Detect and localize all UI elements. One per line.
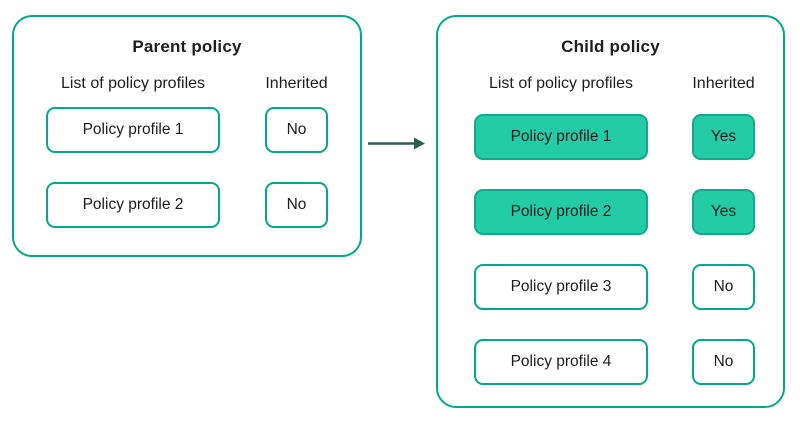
inherited-label: No xyxy=(286,196,307,213)
parent-panel-headers: List of policy profiles Inherited xyxy=(14,74,360,94)
inherited-label: Yes xyxy=(710,128,737,145)
policy-profile-box: Policy profile 2 xyxy=(474,189,648,235)
policy-row: Policy profile 2 No xyxy=(46,182,360,228)
policy-profile-box: Policy profile 1 xyxy=(46,107,220,153)
policy-profile-box: Policy profile 3 xyxy=(474,264,648,310)
inherited-badge: Yes xyxy=(692,189,755,235)
child-policy-rows: Policy profile 1 Yes Policy profile 2 Ye… xyxy=(438,114,783,385)
policy-row: Policy profile 4 No xyxy=(474,339,783,385)
arrow-right-icon xyxy=(368,137,425,150)
child-policy-panel: Child policy List of policy profiles Inh… xyxy=(436,15,785,408)
inherited-label: No xyxy=(713,353,734,370)
policy-row: Policy profile 1 No xyxy=(46,107,360,153)
policy-profile-label: Policy profile 2 xyxy=(82,196,184,213)
policy-row: Policy profile 3 No xyxy=(474,264,783,310)
parent-panel-title: Parent policy xyxy=(132,37,242,56)
policy-row: Policy profile 1 Yes xyxy=(474,114,783,160)
inherited-badge: No xyxy=(265,107,328,153)
child-panel-headers: List of policy profiles Inherited xyxy=(438,74,783,94)
inherited-label: No xyxy=(713,278,734,295)
inherited-label: Yes xyxy=(710,203,737,220)
inherited-label: No xyxy=(286,121,307,138)
inherited-badge: No xyxy=(692,339,755,385)
profiles-column-header: List of policy profiles xyxy=(60,75,206,92)
inherited-badge: Yes xyxy=(692,114,755,160)
profiles-column-header: List of policy profiles xyxy=(488,75,634,92)
parent-policy-panel: Parent policy List of policy profiles In… xyxy=(12,15,362,257)
policy-profile-label: Policy profile 4 xyxy=(510,353,612,370)
policy-profile-box: Policy profile 4 xyxy=(474,339,648,385)
policy-profile-label: Policy profile 1 xyxy=(82,121,184,138)
policy-profile-box: Policy profile 2 xyxy=(46,182,220,228)
child-panel-title: Child policy xyxy=(561,37,660,56)
policy-profile-label: Policy profile 1 xyxy=(510,128,612,145)
inherited-column-header: Inherited xyxy=(692,75,755,92)
policy-profile-box: Policy profile 1 xyxy=(474,114,648,160)
inherited-column-header: Inherited xyxy=(265,75,328,92)
policy-row: Policy profile 2 Yes xyxy=(474,189,783,235)
policy-profile-label: Policy profile 3 xyxy=(510,278,612,295)
policy-profile-label: Policy profile 2 xyxy=(510,203,612,220)
parent-policy-rows: Policy profile 1 No Policy profile 2 No xyxy=(14,107,360,228)
inherited-badge: No xyxy=(265,182,328,228)
inherited-badge: No xyxy=(692,264,755,310)
